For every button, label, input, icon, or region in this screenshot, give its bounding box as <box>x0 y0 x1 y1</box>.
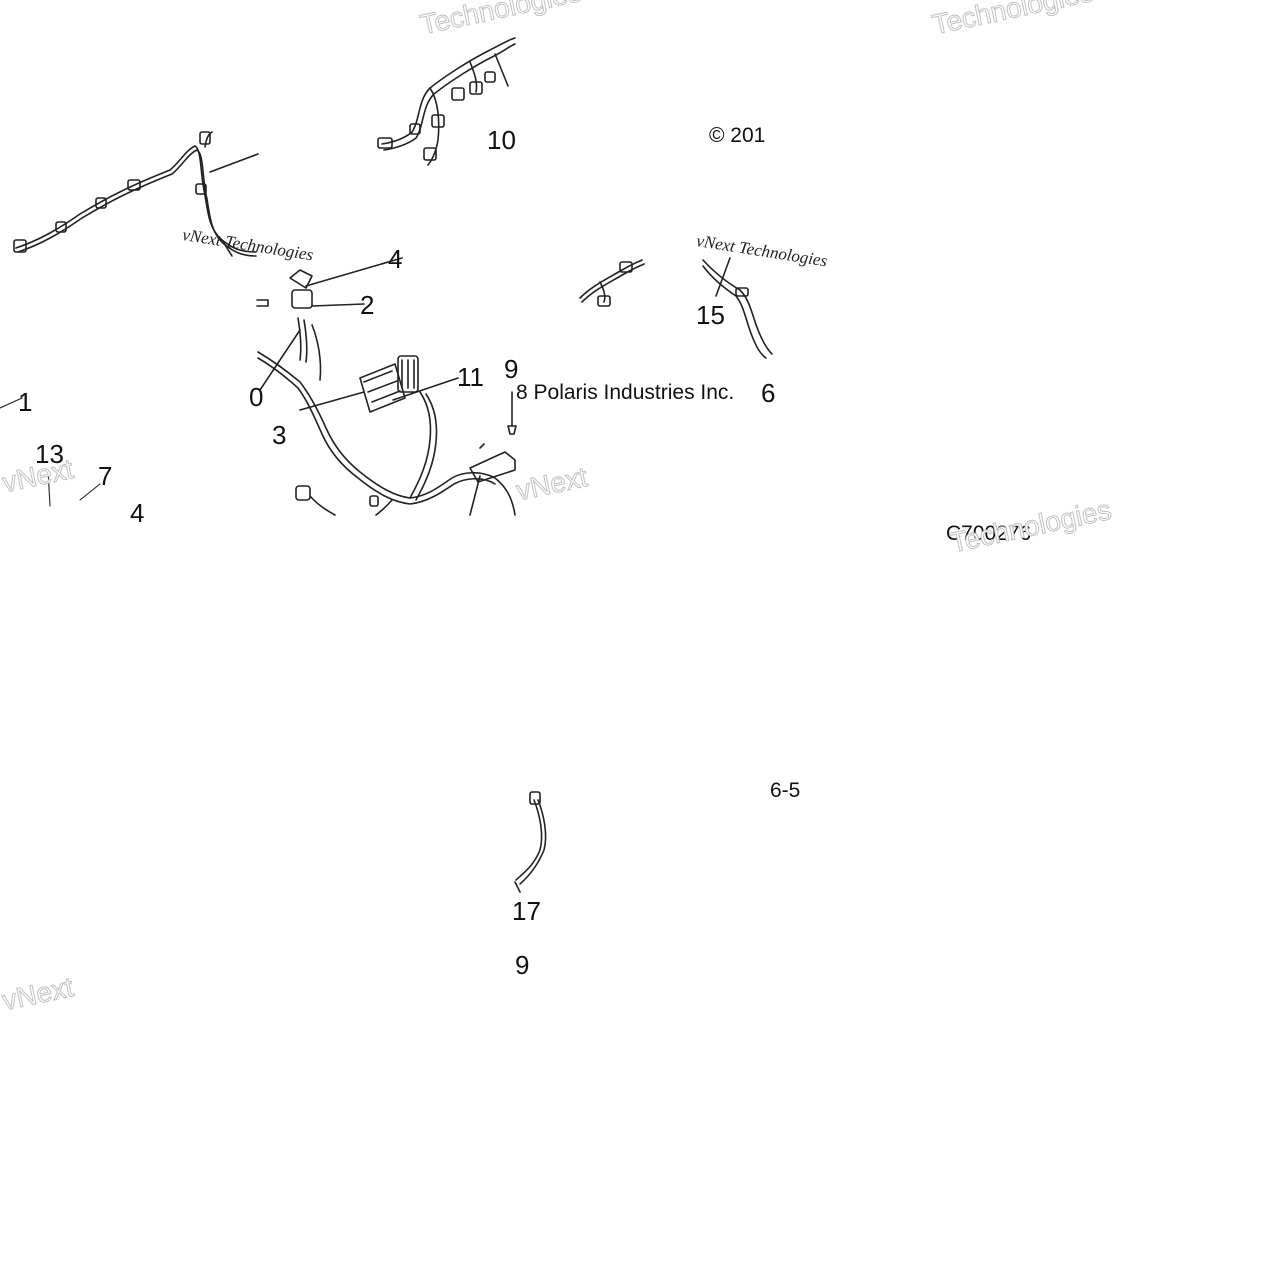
callout-11: 11 <box>457 362 484 392</box>
callout-15: 15 <box>696 300 725 330</box>
callout-4-upper: 4 <box>388 244 403 274</box>
callout-7: 7 <box>98 461 113 491</box>
callout-9-upper: 9 <box>504 354 519 384</box>
callout-partial: 0 <box>249 382 264 412</box>
copyright-year-fragment: © 201 <box>709 124 766 147</box>
callout-2: 2 <box>360 290 375 320</box>
callout-9-lower: 9 <box>515 950 530 980</box>
callout-1: 1 <box>18 387 33 417</box>
callout-6: 6 <box>761 378 776 408</box>
callout-17: 17 <box>512 896 541 926</box>
callout-4-lower: 4 <box>130 498 145 528</box>
callout-3: 3 <box>272 420 287 450</box>
ecu-box <box>359 363 406 413</box>
side-harness <box>579 257 773 359</box>
callout-10: 10 <box>487 125 516 155</box>
callout-13: 13 <box>35 439 64 469</box>
page-reference: 6-5 <box>770 779 801 802</box>
diagram-code: C700276 <box>946 522 1032 545</box>
leader-lines <box>0 397 101 507</box>
lower-lead <box>514 791 547 893</box>
upper-harness <box>377 37 516 166</box>
rear-harness <box>13 131 259 257</box>
copyright-owner: 8 Polaris Industries Inc. <box>516 381 735 404</box>
main-harness <box>256 257 517 516</box>
